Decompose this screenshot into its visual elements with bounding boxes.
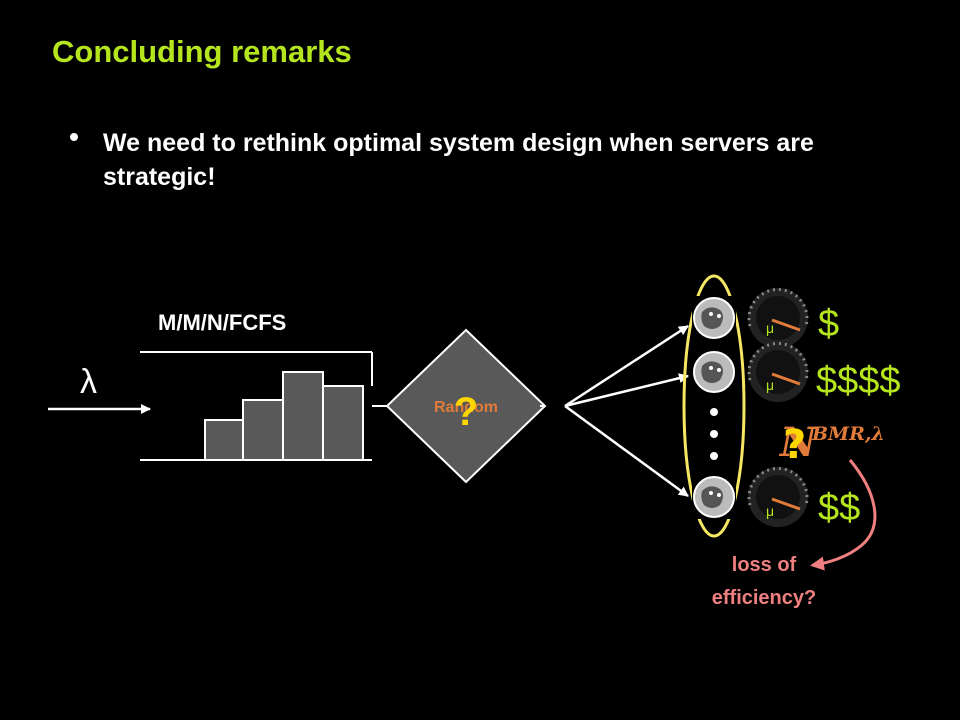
speedometer-icon <box>746 465 810 529</box>
arrival-rate-label: λ <box>80 363 97 401</box>
speedometer-icon <box>746 286 810 350</box>
queue-job <box>204 419 244 461</box>
server-cost-n: $$ <box>818 487 860 529</box>
queue-label: M/M/N/FCFS <box>158 310 286 335</box>
servers-highlight-ring <box>682 274 746 538</box>
slide-title: Concluding remarks <box>52 34 352 69</box>
router-diamond <box>385 328 547 484</box>
queue-job <box>322 385 364 461</box>
router-label: Random <box>434 399 498 416</box>
ellipsis-dot <box>710 452 718 460</box>
equilibrium-subscript: BMR,λ <box>811 423 885 445</box>
equilibrium-question-mark: ? <box>783 422 806 468</box>
router-question-mark: ? <box>454 390 478 434</box>
equilibrium-n-label: N <box>778 419 818 466</box>
service-rate-label: μ <box>766 320 774 336</box>
loss-label-line2: efficiency? <box>712 587 816 609</box>
service-rate-label: μ <box>766 377 774 393</box>
speedometer-icon <box>746 340 810 404</box>
server-face-n <box>691 474 737 520</box>
server-cost-2: $$$$ <box>816 360 901 402</box>
queue-job <box>282 371 324 461</box>
route-arrow-server-n <box>564 404 689 498</box>
route-arrow-server-2 <box>564 373 689 408</box>
route-arrow-server-1 <box>564 324 689 408</box>
service-rate-label: μ <box>766 503 774 519</box>
bullet-text: We need to rethink optimal system design… <box>103 129 814 191</box>
server-face-1 <box>691 295 737 341</box>
bullet-dot <box>70 133 78 141</box>
ellipsis-dot <box>710 430 718 438</box>
loss-arrow <box>810 459 877 571</box>
loss-label-line1: loss of <box>732 554 797 576</box>
queue-job <box>242 399 284 461</box>
ellipsis-dot <box>710 408 718 416</box>
server-face-2 <box>691 349 737 395</box>
server-cost-1: $ <box>818 303 839 345</box>
